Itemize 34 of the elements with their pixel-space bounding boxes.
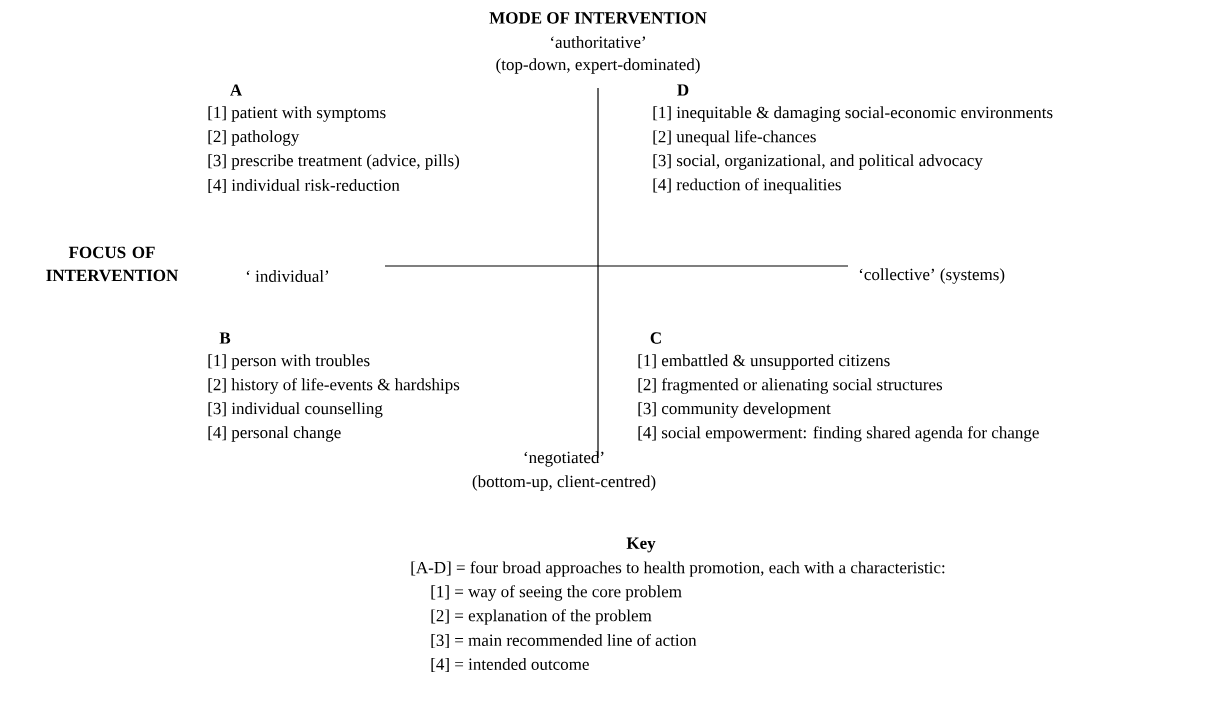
quadrant-letter: A: [230, 84, 243, 96]
key-heading: Key: [626, 537, 656, 553]
axis-title: MODE OF INTERVENTION: [489, 12, 707, 24]
list-item: [3] social, organizational, and political advocacy: [653, 154, 983, 170]
list-item: [1] embattled & unsupported citizens: [638, 354, 890, 370]
quadrant-letter: B: [219, 332, 231, 344]
list-item: [2] history of life-events & hardships: [208, 378, 460, 394]
list-item: [2] pathology: [208, 130, 300, 146]
key-text: [4] = intended outcome: [431, 657, 589, 673]
key-text: [1] = way of seeing the core problem: [431, 585, 682, 601]
list-item: [1] person with troubles: [208, 354, 370, 370]
axis-label: (bottom-up, client-centred): [472, 475, 656, 491]
key-text: [A-D] = four broad approaches to health promotion, each with a characteristic:: [411, 561, 945, 577]
axis-label: ‘authoritative’: [551, 36, 645, 48]
quadrant-letter: C: [650, 332, 661, 344]
axis-label: ‘negotiated’: [524, 451, 604, 467]
list-item: [3] prescribe treatment (advice, pills): [208, 154, 459, 170]
axis-label: ‘collective’ (systems): [859, 268, 1005, 284]
key-text: [2] = explanation of the problem: [431, 609, 652, 625]
list-item: [4] social empowerment: finding shared agenda for change: [638, 426, 1039, 442]
list-item: [4] reduction of inequalities: [653, 178, 841, 194]
quadrant-letter: D: [677, 84, 689, 96]
list-item: [4] individual risk-reduction: [208, 178, 400, 194]
axis-title: FOCUS OF INTERVENTION: [46, 246, 179, 282]
axis-label: (top-down, expert-dominated): [496, 58, 700, 74]
list-item: [1] patient with symptoms: [208, 106, 386, 122]
axis-label: ‘ individual’: [246, 270, 329, 282]
key-text: [3] = main recommended line of action: [431, 633, 697, 649]
list-item: [3] individual counselling: [208, 402, 383, 418]
list-item: [3] community development: [638, 402, 831, 418]
list-item: [2] unequal life-chances: [653, 130, 816, 146]
list-item: [2] fragmented or alienating social structures: [638, 378, 943, 394]
list-item: [4] personal change: [208, 426, 341, 442]
list-item: [1] inequitable & damaging social-economic environments: [653, 106, 1053, 122]
